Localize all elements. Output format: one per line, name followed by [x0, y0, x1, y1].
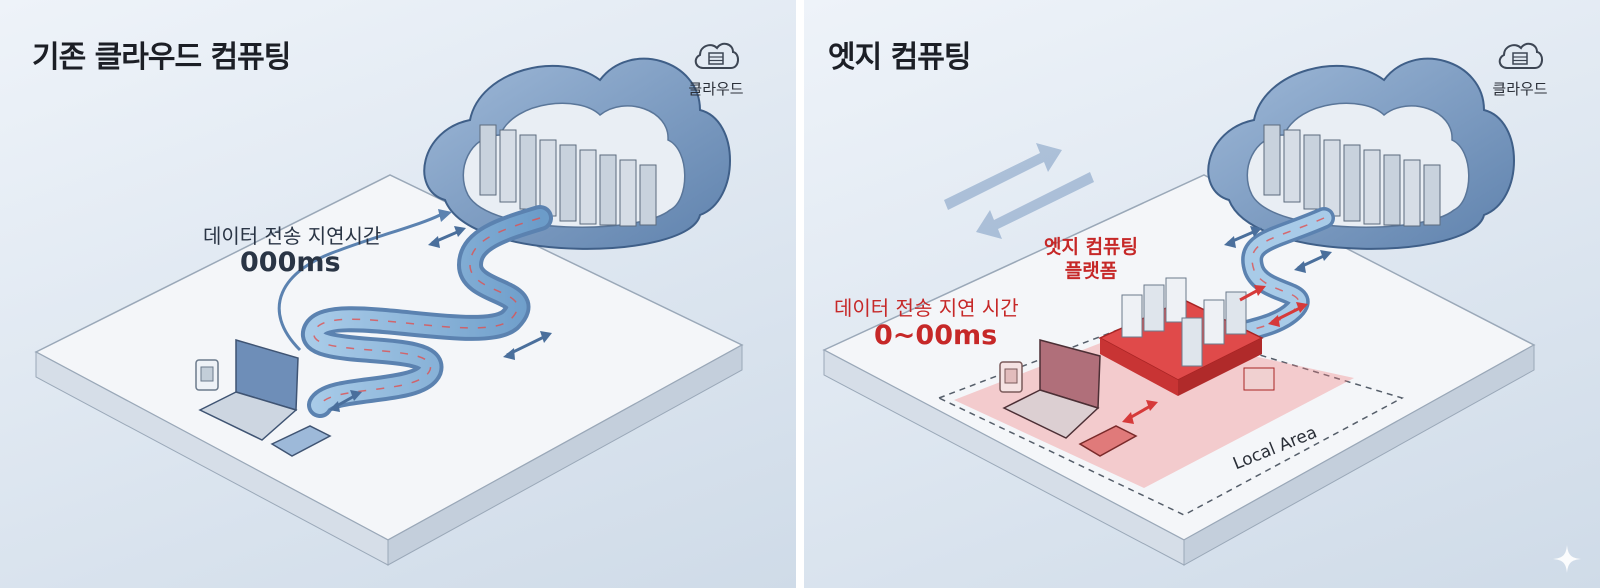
- edge-computing-platform: [1098, 277, 1275, 396]
- server-racks: [1263, 124, 1441, 227]
- cloud-label: 클라우드: [688, 80, 744, 98]
- cloud-badge: 클라우드: [676, 38, 756, 99]
- edge-computing-diagram: [822, 57, 1536, 566]
- latency-value: 000ms: [240, 247, 341, 278]
- cloud-server-icon: [694, 42, 739, 69]
- latency-label: 데이터 전송 지연 시간: [834, 296, 1019, 320]
- sparkle-icon: [1553, 545, 1581, 573]
- sensor-icon: [195, 359, 219, 391]
- panel-title: 엣지 컴퓨팅: [828, 40, 971, 75]
- arrow-heads: [329, 226, 552, 412]
- panel-divider: [796, 0, 804, 588]
- latency-value: 0~00ms: [874, 320, 998, 351]
- laptop-icon: [198, 339, 299, 441]
- latency-label: 데이터 전송 지연시간: [203, 224, 382, 248]
- local-area-boundary: [937, 319, 1404, 516]
- edge-platform-label-line1: 엣지 컴퓨팅: [1044, 236, 1139, 258]
- sensor-icon: [999, 361, 1023, 393]
- cloud-label: 클라우드: [1492, 80, 1548, 98]
- latency-arrow-head: [438, 209, 452, 222]
- cloud-datacenter: [1207, 57, 1515, 250]
- data-transfer-pipe: [300, 205, 553, 418]
- cloud-badge: 클라우드: [1480, 38, 1560, 99]
- background-arrows: [944, 143, 1094, 239]
- latency-arrow: [277, 213, 441, 352]
- arrow-heads: [1224, 226, 1332, 273]
- edge-arrow-heads: [1122, 285, 1308, 424]
- panel-title: 기존 클라우드 컴퓨팅: [32, 40, 291, 75]
- edge-computing-panel: 엣지 컴퓨팅 클라우드 엣지 컴퓨팅 플랫폼 데이터 전송 지연 시간 0~00…: [804, 0, 1600, 588]
- edge-platform-label-line2: 플랫폼: [1064, 259, 1118, 282]
- traditional-cloud-diagram: [34, 57, 744, 566]
- phone-icon: [270, 425, 332, 457]
- laptop-icon: [1002, 339, 1101, 439]
- server-racks: [479, 124, 657, 227]
- phone-icon: [1078, 425, 1138, 457]
- data-transfer-pipe: [1213, 207, 1335, 351]
- edge-platform-label: 엣지 컴퓨팅 플랫폼: [1044, 236, 1138, 284]
- cloud-server-icon: [1498, 42, 1543, 69]
- traditional-cloud-panel: 기존 클라우드 컴퓨팅 클라우드 데이터 전송 지연시간 000ms: [0, 0, 796, 588]
- cloud-datacenter: [423, 57, 731, 250]
